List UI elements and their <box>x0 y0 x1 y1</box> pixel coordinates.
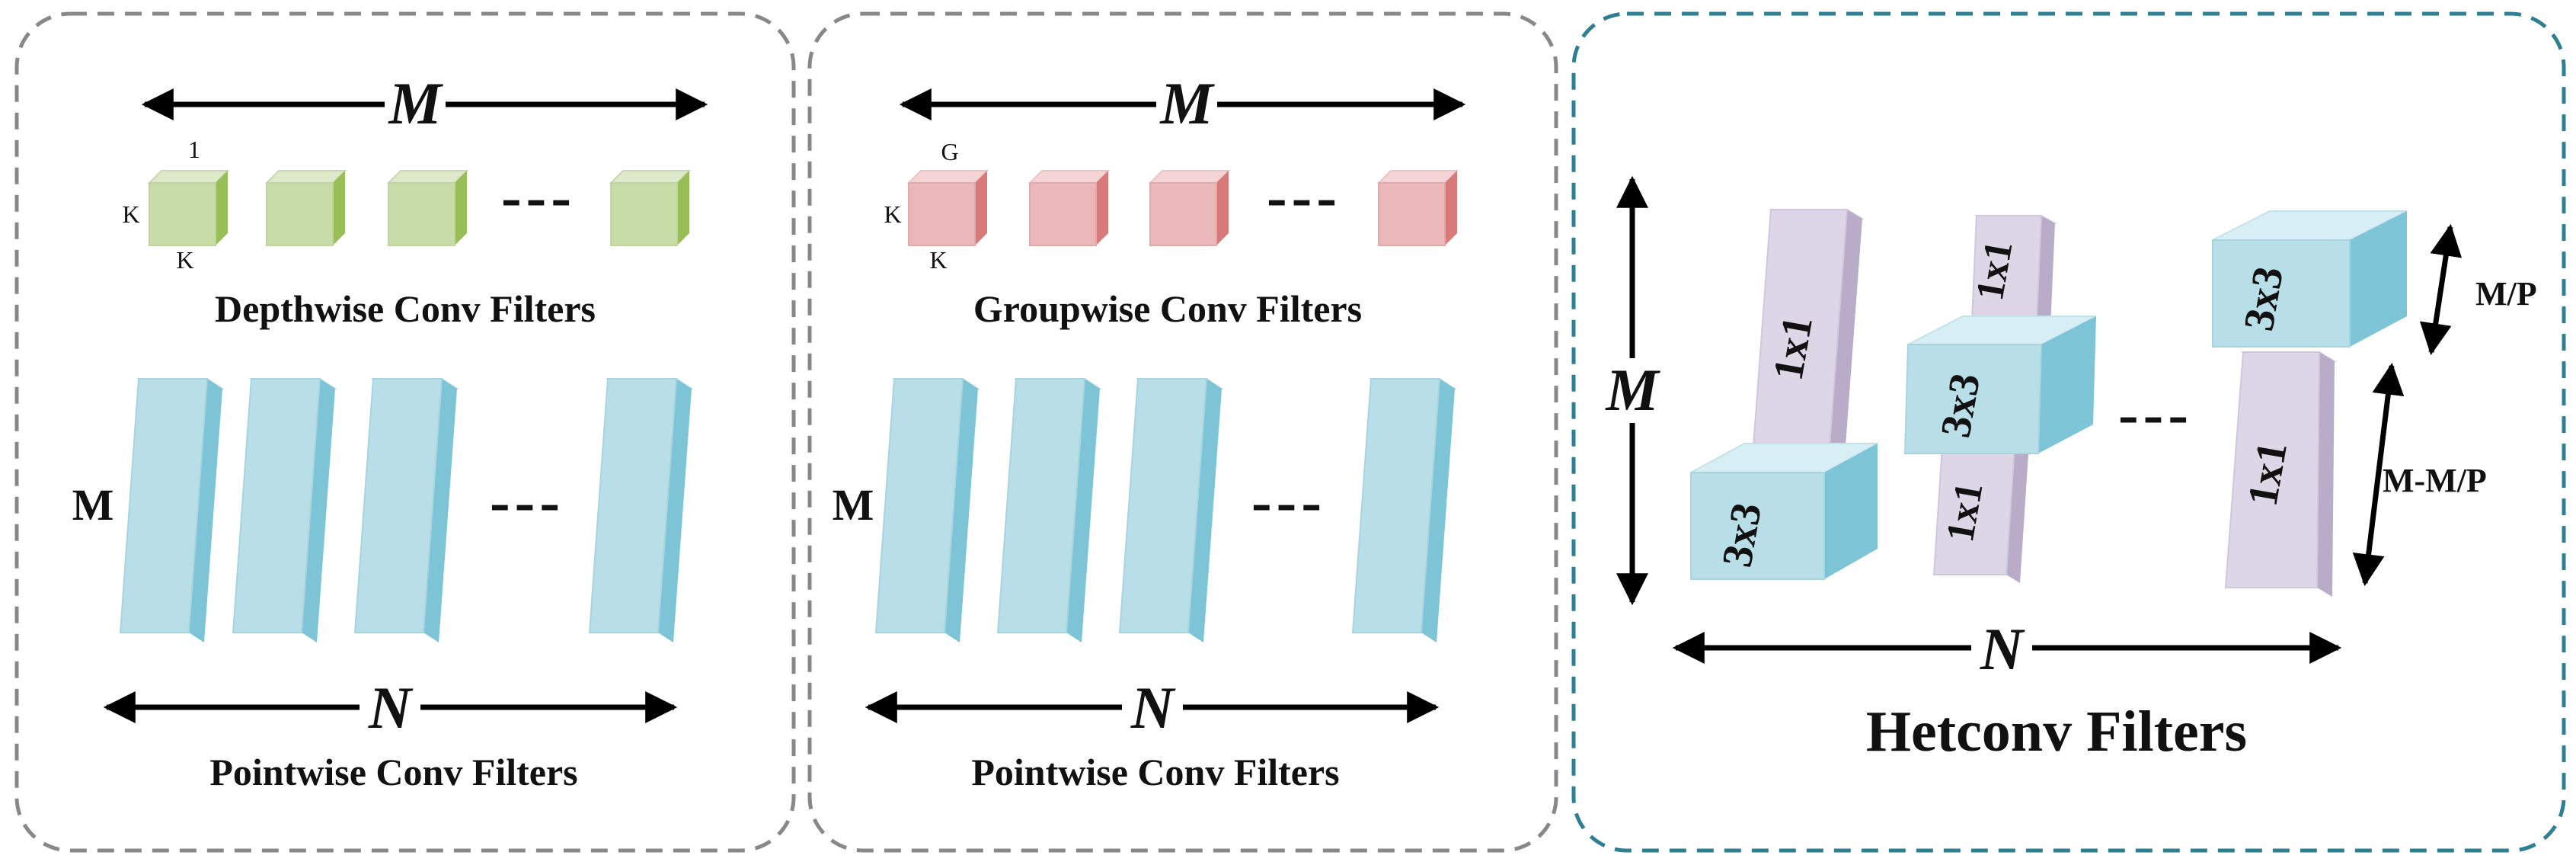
groupwise-cube-1 <box>906 170 989 246</box>
hetconv-bottom-dim-label: N <box>1980 616 2025 682</box>
groupwise-top-dim-label: M <box>1159 70 1215 136</box>
hetconv-filter-last-3x3-label: 3x3 <box>2235 263 2293 334</box>
depthwise-pointwise-slab-2 <box>232 378 338 642</box>
hetconv-filter-1-3x3 <box>1690 443 1878 580</box>
depthwise-bottom-dim-label: N <box>368 674 414 741</box>
hetconv-filter-last-1x1-label: 1x1 <box>2239 438 2296 509</box>
hetconv-title: Hetconv Filters <box>1866 700 2247 764</box>
hetconv-filter-2-1x1-top-label: 1x1 <box>1968 238 2021 304</box>
hetconv-panel: M 1x1 3x3 1x1 1x1 <box>1571 11 2566 853</box>
groupwise-cube-depth-label: G <box>941 138 958 165</box>
hetconv-filter-1-3x3-label: 3x3 <box>1713 499 1771 570</box>
hetconv-filter-2-3x3 <box>1903 316 2097 454</box>
groupwise-pointwise-slab-4 <box>1351 378 1458 642</box>
depthwise-cube-1 <box>147 170 230 246</box>
depthwise-pointwise-slab-1 <box>119 378 225 642</box>
hetconv-filter-last-1x1 <box>2224 351 2338 597</box>
depthwise-pointwise-title: Pointwise Conv Filters <box>209 751 577 793</box>
groupwise-cube-2 <box>1028 170 1111 246</box>
hetconv-ellipsis: --- <box>2118 381 2193 448</box>
hetconv-filter-1-1x1-label: 1x1 <box>1764 312 1822 383</box>
hetconv-right-dim-top-label: M/P <box>2475 275 2537 312</box>
depthwise-cube-2 <box>264 170 347 246</box>
depthwise-ellipsis: --- <box>501 164 576 231</box>
groupwise-pointwise-slab-3 <box>1118 378 1225 642</box>
depthwise-cube-height-label: K <box>122 200 139 228</box>
depthwise-pointwise-slab-4 <box>588 378 695 642</box>
depthwise-panel-border <box>14 11 796 853</box>
hetconv-filter-2-3x3-label: 3x3 <box>1932 370 1990 441</box>
groupwise-cube-height-label: K <box>884 200 901 228</box>
depthwise-pointwise-ellipsis: --- <box>490 469 564 536</box>
depthwise-top-dim-label: M <box>387 70 443 136</box>
groupwise-bottom-dim-label: N <box>1130 674 1176 741</box>
groupwise-pointwise-slab-2 <box>996 378 1103 642</box>
depthwise-panel: M 1 K K --- Depthwise Conv Filters <box>14 11 796 853</box>
hetconv-left-dim-label: M <box>1604 357 1660 423</box>
groupwise-cube-3 <box>1148 170 1231 246</box>
hetconv-panel-border <box>1571 11 2566 853</box>
groupwise-pointwise-ellipsis: --- <box>1251 469 1326 536</box>
depthwise-filters-title: Depthwise Conv Filters <box>215 287 596 330</box>
depthwise-side-dim-label: M <box>72 480 114 530</box>
groupwise-filters-title: Groupwise Conv Filters <box>973 287 1362 330</box>
depthwise-cube-3 <box>386 170 469 246</box>
hetconv-filter-2-1x1-bottom-label: 1x1 <box>1938 479 1992 546</box>
groupwise-side-dim-label: M <box>833 480 874 530</box>
groupwise-cube-width-label: K <box>929 246 947 274</box>
depthwise-cube-depth-label: 1 <box>188 136 200 163</box>
depthwise-pointwise-slab-3 <box>353 378 460 642</box>
hetconv-filter-last-3x3 <box>2212 210 2408 348</box>
depthwise-cube-4 <box>609 170 692 246</box>
hetconv-m-mp-arrow <box>2352 362 2405 587</box>
hetconv-filter-2-1x1-top <box>1970 215 2058 328</box>
groupwise-pointwise-slab-1 <box>874 378 981 642</box>
groupwise-cube-4 <box>1376 170 1459 246</box>
groupwise-pointwise-title: Pointwise Conv Filters <box>971 751 1339 793</box>
depthwise-cube-width-label: K <box>176 246 193 274</box>
groupwise-panel: M G K K --- Groupwise Conv Filters <box>807 11 1558 853</box>
hetconv-filter-1-1x1 <box>1750 209 1865 476</box>
hetconv-mp-arrow <box>2419 223 2463 356</box>
hetconv-right-dim-bottom-label: M-M/P <box>2383 462 2487 499</box>
groupwise-ellipsis: --- <box>1267 164 1341 231</box>
